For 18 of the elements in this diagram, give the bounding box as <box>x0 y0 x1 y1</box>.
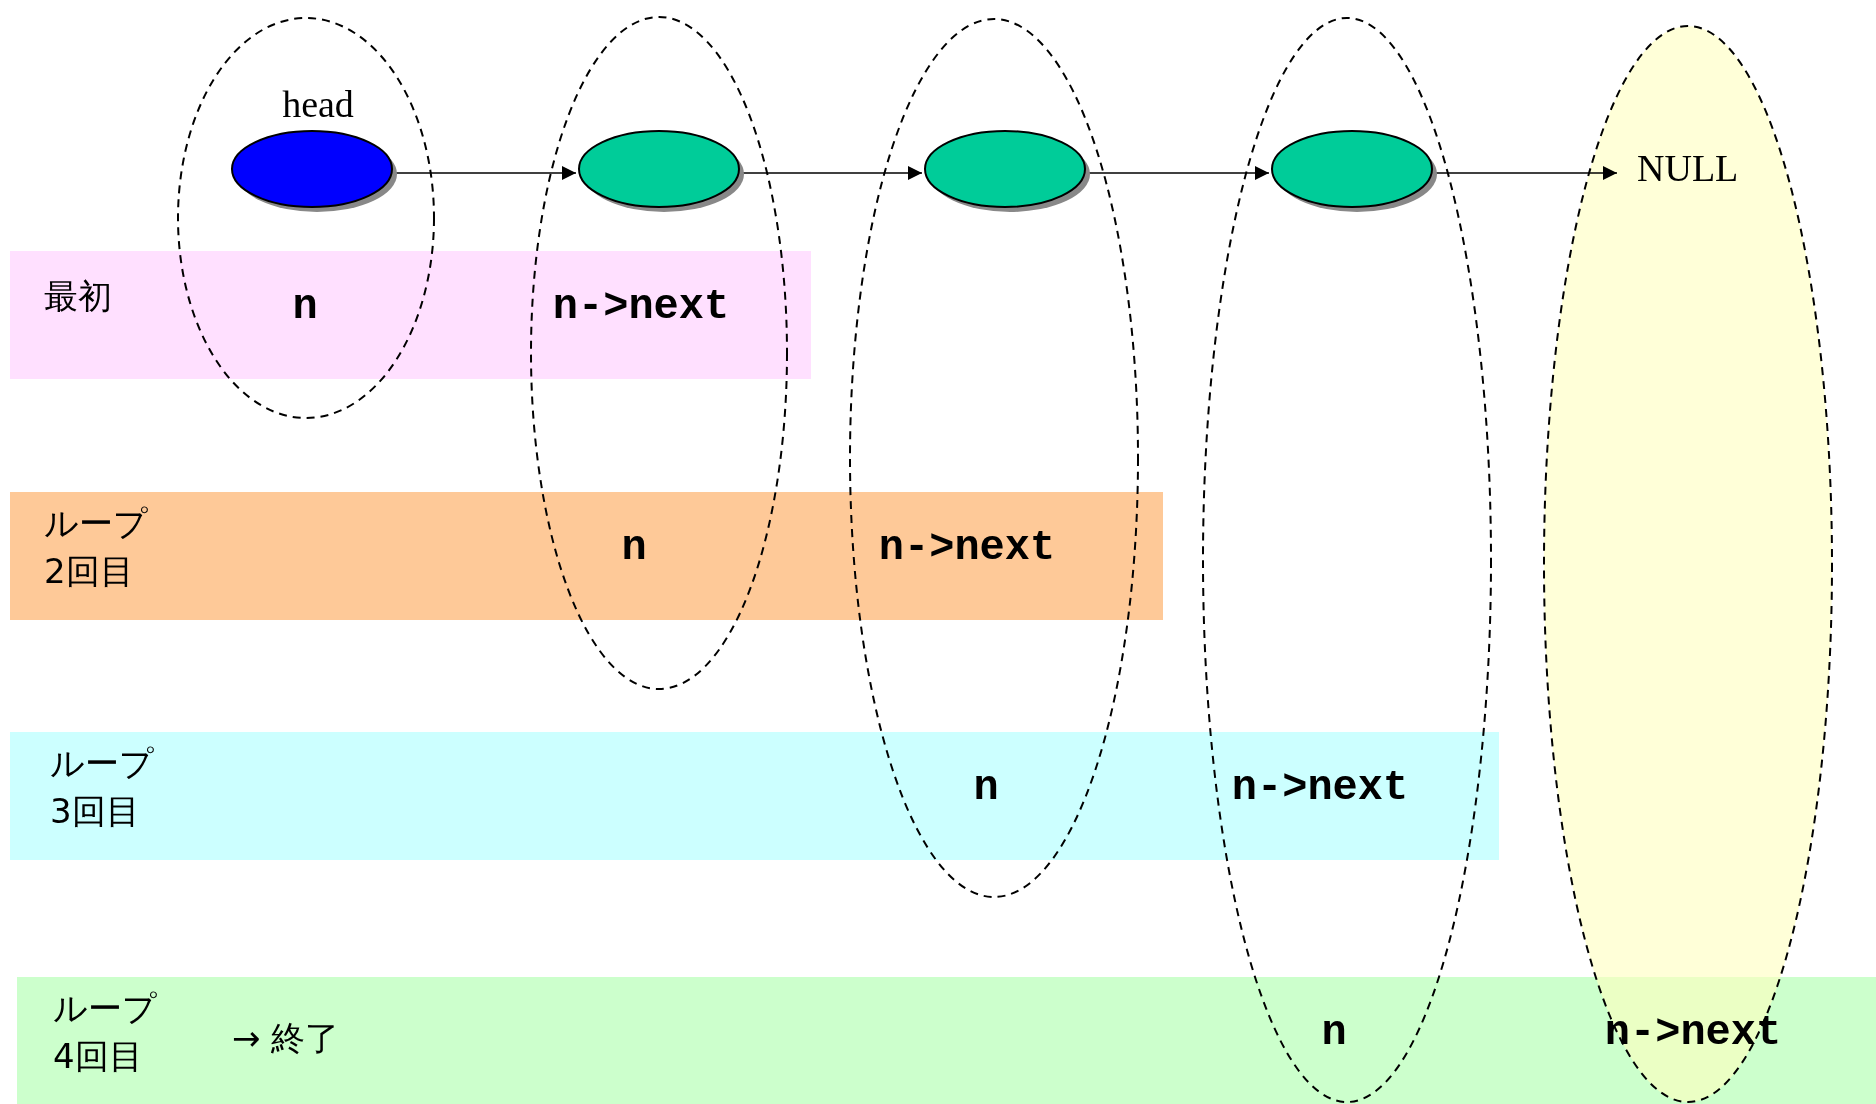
variable-label: n->next <box>878 524 1056 572</box>
variable-label: n <box>973 764 999 812</box>
row-label: ループ4回目 <box>53 987 158 1078</box>
variable-label: n <box>1321 1009 1347 1057</box>
band <box>10 732 1499 860</box>
end-note: → 終了 <box>232 1017 340 1060</box>
variable-label: n <box>621 524 647 572</box>
variable-label: n <box>292 283 318 331</box>
null-label: NULL <box>1637 146 1739 190</box>
row-label: ループ3回目 <box>50 742 155 833</box>
band <box>17 977 1876 1104</box>
variable-label: n->next <box>552 283 730 331</box>
row-label: ループ2回目 <box>44 502 149 593</box>
band <box>10 251 811 379</box>
pointer-label: head <box>282 82 354 126</box>
variable-label: n->next <box>1231 764 1409 812</box>
row-label: 最初 <box>44 275 113 318</box>
band <box>10 492 1163 620</box>
